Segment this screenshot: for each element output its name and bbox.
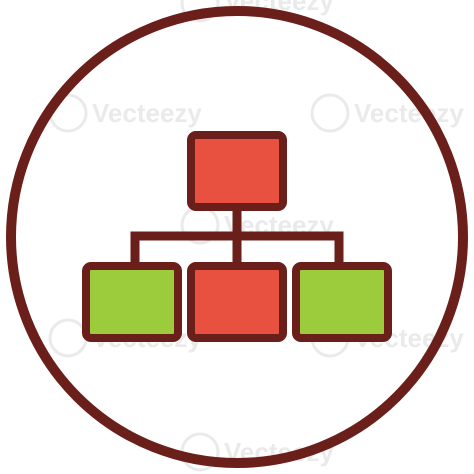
left-child-node-box [82, 262, 182, 342]
outer-circle [6, 6, 468, 468]
watermark-text: Vecteezy [92, 98, 202, 128]
right-child-node-box [292, 262, 392, 342]
connector-lines [130, 202, 344, 271]
top-node-box [187, 131, 287, 211]
watermark-mark: Vecteezy [310, 93, 464, 133]
watermark-mark: Vecteezy [48, 93, 202, 133]
middle-child-node-box [187, 262, 287, 342]
watermark-text: Vecteezy [354, 98, 464, 128]
